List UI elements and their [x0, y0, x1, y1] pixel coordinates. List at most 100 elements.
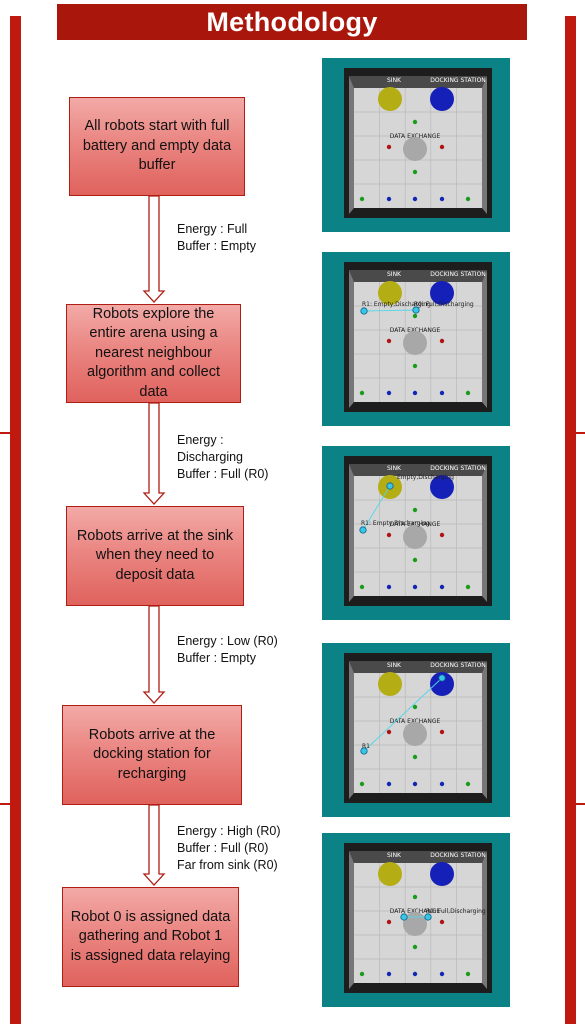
condition-line: Energy : High (R0) [177, 824, 281, 838]
waypoint-marker [465, 781, 471, 787]
docking-station-zone [430, 475, 454, 499]
docking-station-label: DOCKING STATION [430, 77, 486, 84]
arena-top-wall [349, 464, 487, 476]
arena-top-wall [349, 661, 487, 673]
step-text: recharging [117, 765, 187, 782]
robot-marker [438, 674, 446, 682]
data-exchange-zone [403, 525, 427, 549]
condition-line: Energy : Low (R0) [177, 634, 278, 648]
waypoint-marker [359, 390, 365, 396]
condition-line: Buffer : Empty [177, 651, 256, 665]
arena-left-wall [349, 661, 354, 799]
waypoint-marker [386, 196, 392, 202]
step-text: is assigned data relaying [70, 947, 231, 964]
page-title: Methodology [57, 4, 527, 40]
down-arrow-icon [142, 195, 166, 303]
data-exchange-label: DATA EXCHANGE [390, 908, 441, 915]
robot-marker [360, 747, 368, 755]
step-box: Robot 0 is assigned data gathering and Ro… [62, 887, 239, 987]
data-exchange-label: DATA EXCHANGE [390, 133, 441, 140]
step-text: Robots explore the [92, 305, 215, 322]
step-text: nearest neighbour [95, 344, 212, 361]
condition-line: Energy : [177, 433, 224, 447]
sink-zone [378, 87, 402, 111]
robot-status-label: R0: Full,Discharging [426, 908, 486, 915]
waypoint-marker [439, 196, 445, 202]
arena-left-wall [349, 464, 354, 602]
arena-simulation-panel: SINK DOCKING STATION DATA EXCHANGE [322, 58, 510, 232]
arena-left-wall [349, 851, 354, 989]
robot-marker [424, 913, 432, 921]
arena-grid [354, 476, 482, 596]
waypoint-marker [412, 169, 418, 175]
transition-condition: Energy : Full Buffer : Empty [177, 221, 256, 255]
down-arrow-icon [142, 605, 166, 704]
condition-line: Buffer : Full (R0) [177, 467, 269, 481]
waypoint-marker [386, 338, 392, 344]
transition-condition: Energy : Discharging Buffer : Full (R0) [177, 432, 268, 483]
waypoint-marker [439, 144, 445, 150]
robot-link [362, 485, 391, 531]
waypoint-marker [412, 781, 418, 787]
waypoint-marker [412, 313, 418, 319]
condition-line: Far from sink (R0) [177, 858, 278, 872]
step-text: data [139, 383, 168, 400]
step-text: battery and empty data [82, 137, 232, 154]
waypoint-marker [465, 584, 471, 590]
waypoint-marker [465, 971, 471, 977]
waypoint-marker [412, 363, 418, 369]
step-text: buffer [138, 157, 176, 174]
step-text: Robot 0 is assigned data [70, 908, 231, 925]
waypoint-marker [439, 781, 445, 787]
right-accent-bar [565, 16, 576, 1024]
waypoint-marker [412, 971, 418, 977]
sink-label: SINK [387, 465, 402, 472]
waypoint-marker [386, 532, 392, 538]
sink-zone [378, 281, 402, 305]
step-text: deposit data [115, 566, 195, 583]
step-text: All robots start with full [84, 118, 230, 135]
step-text: gathering and Robot 1 [78, 928, 223, 945]
robot-status-label: R1 [362, 743, 370, 750]
arena-left-wall [349, 270, 354, 408]
waypoint-marker [412, 507, 418, 513]
step-text: entire arena using a [89, 325, 218, 342]
waypoint-marker [359, 196, 365, 202]
waypoint-marker [412, 944, 418, 950]
waypoint-marker [359, 584, 365, 590]
arena-right-wall [482, 76, 487, 214]
data-exchange-zone [403, 137, 427, 161]
waypoint-marker [439, 338, 445, 344]
down-arrow-icon [142, 804, 166, 886]
data-exchange-label: DATA EXCHANGE [390, 327, 441, 334]
robot-status-label: Empty,Discharging [397, 474, 454, 481]
waypoint-marker [386, 729, 392, 735]
sink-label: SINK [387, 77, 402, 84]
right-divider-tick [575, 432, 585, 434]
waypoint-marker [465, 390, 471, 396]
waypoint-marker [439, 390, 445, 396]
robot-marker [400, 913, 408, 921]
waypoint-marker [386, 919, 392, 925]
docking-station-label: DOCKING STATION [430, 852, 486, 859]
waypoint-marker [412, 196, 418, 202]
sink-zone [378, 862, 402, 886]
waypoint-marker [439, 971, 445, 977]
docking-station-zone [430, 87, 454, 111]
waypoint-marker [439, 584, 445, 590]
waypoint-marker [439, 532, 445, 538]
waypoint-marker [412, 754, 418, 760]
arena-top-wall [349, 76, 487, 88]
data-exchange-label: DATA EXCHANGE [390, 718, 441, 725]
robot-link [363, 677, 443, 752]
transition-condition: Energy : High (R0) Buffer : Full (R0) Fa… [177, 823, 281, 874]
robot-marker [359, 526, 367, 534]
left-accent-bar [10, 16, 21, 1024]
step-text: Robots arrive at the sink [76, 527, 234, 544]
sink-label: SINK [387, 662, 402, 669]
sink-label: SINK [387, 852, 402, 859]
data-exchange-label: DATA EXCHANGE [390, 521, 441, 528]
condition-line: Buffer : Full (R0) [177, 841, 269, 855]
